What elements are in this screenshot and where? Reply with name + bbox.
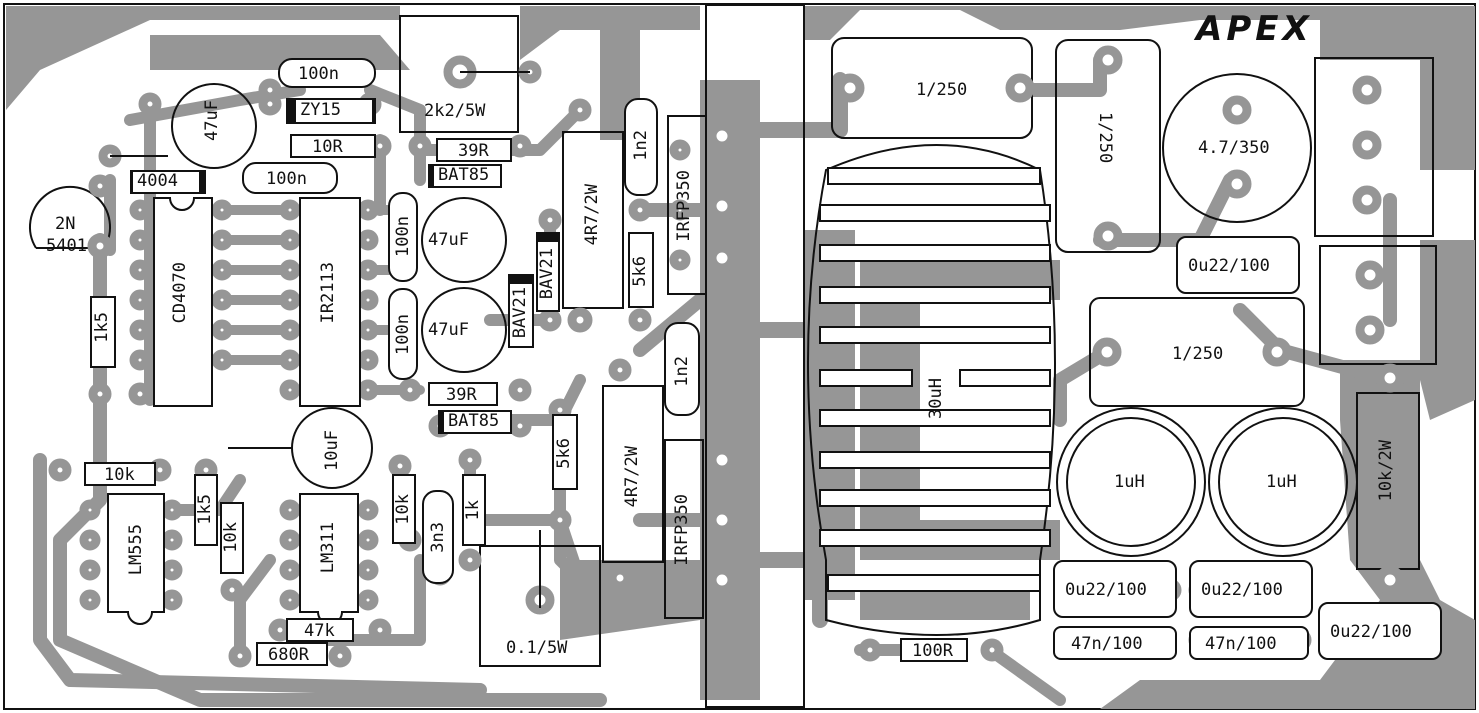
diode-zy15-body: ZY15 [296,100,372,122]
inductor-30uh-label: 30uH [926,378,946,419]
diode-4004-body: 4004 [133,172,199,192]
cap-0u22-a: 0u22/100 [1176,236,1300,294]
diode-bat85-top-body: BAT85 [434,166,500,186]
resistor-2k2-label: 2k2/5W [424,101,486,121]
resistor-10r: 10R [290,134,376,158]
cap-47uf-b-label: 47uF [428,320,469,340]
cap-0u22-c: 0u22/100 [1189,560,1313,618]
resistor-01-5w-label: 0.1/5W [506,638,568,658]
ic-lm311-label: LM311 [318,522,338,574]
resistor-4r7-top-label: 4R7/2W [582,184,602,246]
mosfet-irfp350-b-label: IRFP350 [672,494,692,566]
resistor-1k: 1k [462,474,486,546]
diode-bat85-bot-body: BAT85 [444,412,510,432]
cap-100n-v2: 100n [388,288,418,380]
resistor-100r: 100R [900,638,968,662]
cap-1-250-c-label: 1/250 [1172,344,1224,364]
resistor-1k5-b: 1k5 [194,474,218,546]
resistor-680r: 680R [256,642,328,666]
resistor-10k-b: 10k [220,502,244,574]
transistor-5401-label: 5401 [46,236,87,256]
resistor-39r-bot: 39R [428,382,498,406]
ic-ir2113-label: IR2113 [318,262,338,324]
resistor-10k-a: 10k [84,462,156,486]
cap-0u22-d: 0u22/100 [1318,602,1442,660]
resistor-4r7-bot-label: 4R7/2W [622,446,642,508]
resistor-39r-top: 39R [436,138,512,162]
ic-lm555-label: LM555 [126,524,146,576]
cap-10uf-label: 10uF [322,430,342,471]
cap-47uf-left-label: 47uF [202,100,222,141]
cap-1n2-top: 1n2 [624,98,658,196]
cap-47n-a: 47n/100 [1053,626,1177,660]
resistor-5k6-a: 5k6 [628,232,654,308]
cap-100n-mid: 100n [242,162,338,194]
cap-100n-top: 100n [278,58,376,88]
resistor-10k-2w-label: 10k/2W [1376,440,1396,502]
mosfet-irfp350-a-label: IRFP350 [674,170,694,242]
diode-bav21-a-body: BAV21 [537,242,558,310]
ic-cd4070-label: CD4070 [170,262,190,324]
resistor-1k5-left: 1k5 [90,296,116,368]
cap-100n-v1: 100n [388,192,418,282]
cap-47n-b: 47n/100 [1189,626,1309,660]
cap-47uf-a-label: 47uF [428,230,469,250]
cap-4-7-350-label: 4.7/350 [1198,138,1270,158]
diode-bav21-b-body: BAV21 [510,284,532,346]
resistor-47k: 47k [286,618,354,642]
inductor-1uh-b-label: 1uH [1266,472,1297,492]
cap-1-250-a-label: 1/250 [916,80,968,100]
brand-logo: APEX [1196,9,1313,49]
inductor-1uh-a-label: 1uH [1114,472,1145,492]
cap-3n3: 3n3 [422,490,454,584]
resistor-5k6-b: 5k6 [552,414,578,490]
cap-1-250-b-label: 1/250 [1095,112,1115,164]
transistor-2n-label: 2N [55,214,76,234]
cap-0u22-b: 0u22/100 [1053,560,1177,618]
resistor-10k-c: 10k [392,474,416,544]
cap-1n2-bot: 1n2 [664,322,700,416]
